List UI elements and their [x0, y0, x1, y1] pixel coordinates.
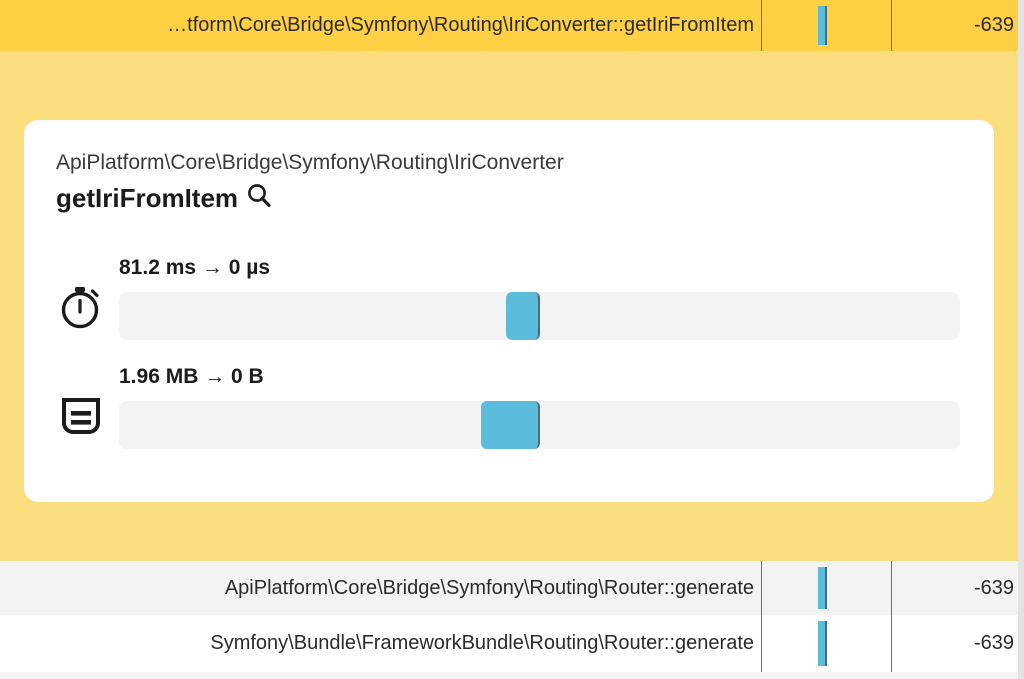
- metric-memory-track: [119, 401, 960, 449]
- flame-row-child-1-name: Symfony\Bundle\FrameworkBundle\Routing\R…: [210, 632, 754, 654]
- scrollbar-gutter[interactable]: [1018, 0, 1024, 679]
- metric-time-fill: [505, 292, 541, 340]
- metric-time: 81.2 ms → 0 µs: [24, 250, 994, 346]
- bottom-edge-divider: [0, 672, 1024, 679]
- bar-sliver-icon: [818, 621, 827, 666]
- metric-memory-fill: [480, 401, 541, 449]
- metric-memory-label: 1.96 MB → 0 B: [119, 365, 264, 388]
- detail-class-name: ApiPlatform\Core\Bridge\Symfony\Routing\…: [56, 151, 564, 174]
- flame-row-child-0[interactable]: ApiPlatform\Core\Bridge\Symfony\Routing\…: [0, 561, 1024, 615]
- flame-row-selected-value: -639: [973, 14, 1014, 36]
- flame-row-selected[interactable]: …tform\Core\Bridge\Symfony\Routing\IriCo…: [0, 0, 1024, 51]
- detail-card: ApiPlatform\Core\Bridge\Symfony\Routing\…: [24, 120, 994, 502]
- detail-region: ApiPlatform\Core\Bridge\Symfony\Routing\…: [0, 51, 1024, 561]
- bar-sliver-icon: [818, 6, 827, 45]
- search-icon[interactable]: [244, 181, 274, 216]
- flame-row-child-0-value: -639: [973, 576, 1014, 599]
- flame-row-child-1-bar: [761, 615, 892, 672]
- memory-icon: [54, 389, 108, 443]
- flame-row-child-1-value: -639: [973, 632, 1014, 654]
- flame-row-child-0-name: ApiPlatform\Core\Bridge\Symfony\Routing\…: [224, 576, 754, 599]
- bar-sliver-icon: [818, 567, 827, 609]
- flame-row-selected-bar: [761, 0, 892, 51]
- metric-memory: 1.96 MB → 0 B: [24, 359, 994, 455]
- detail-method-name: getIriFromItem: [56, 183, 239, 213]
- stopwatch-icon: [54, 280, 108, 334]
- metric-time-label: 81.2 ms → 0 µs: [119, 256, 271, 279]
- flame-row-selected-name: …tform\Core\Bridge\Symfony\Routing\IriCo…: [167, 14, 754, 36]
- metric-time-track: [119, 292, 960, 340]
- flame-row-child-1[interactable]: Symfony\Bundle\FrameworkBundle\Routing\R…: [0, 615, 1024, 672]
- flame-row-child-0-bar: [761, 561, 892, 615]
- detail-method-row: getIriFromItem: [56, 181, 274, 216]
